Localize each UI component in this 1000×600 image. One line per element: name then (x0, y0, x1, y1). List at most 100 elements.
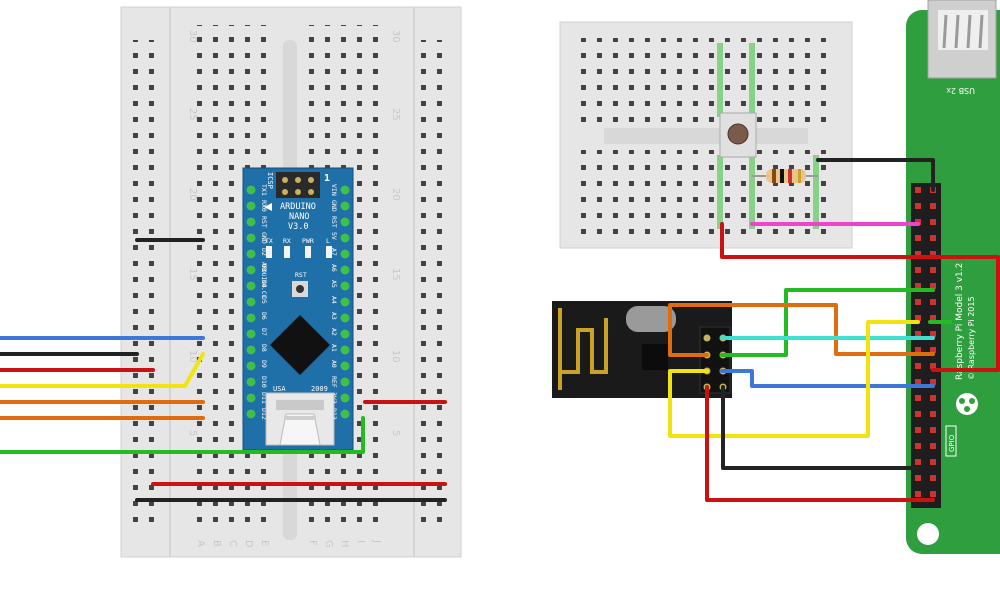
nrf-chip (642, 344, 668, 370)
gpio-pin (930, 363, 936, 369)
nano-pin-label-left: D12 (260, 408, 268, 420)
gpio-pin (930, 443, 936, 449)
gpio-pin (915, 267, 921, 273)
col-letter-d: D (243, 540, 254, 548)
nano-pin-label-right: A3 (330, 312, 338, 320)
nano-pin-label-right: A4 (330, 296, 338, 304)
icsp-header (276, 172, 320, 198)
row-number-10: 10 (187, 350, 198, 363)
nano-pin-left (246, 377, 256, 387)
gpio-pin (930, 203, 936, 209)
nano-pin-right (340, 393, 350, 403)
nano-pin-left (246, 233, 256, 243)
gpio-pin (915, 475, 921, 481)
nano-pin-right (340, 185, 350, 195)
nano-pin-label-left: D4 (260, 280, 268, 288)
wire-red-nrf (705, 385, 935, 502)
row-number-25-right: 25 (390, 108, 401, 121)
row-number-20: 20 (187, 188, 198, 201)
gpio-pin (930, 379, 936, 385)
gpio-pin (915, 491, 921, 497)
status-leds: TX RX PWR L (265, 237, 332, 258)
gpio-pin (915, 331, 921, 337)
gpio-pin (930, 315, 936, 321)
rpi-model-label: Raspberry Pi Model 3 v1.2 (955, 263, 965, 380)
gpio-label: GPIO (948, 434, 956, 452)
rpi-copyright: © Raspberry Pi 2015 (967, 296, 976, 380)
gpio-pin (915, 379, 921, 385)
nano-pin-label-left: D5 (260, 296, 268, 304)
nrf24l01-module (552, 301, 732, 398)
nano-pin-label-right: VIN (330, 184, 338, 196)
nano-pin-left (246, 345, 256, 355)
gpio-pin (915, 443, 921, 449)
led-label-pwr: PWR (302, 237, 314, 245)
nano-pin-left (246, 281, 256, 291)
col-letter-e: E (259, 540, 270, 546)
nano-pin-label-left: TX1 (260, 184, 268, 196)
wire-orange-nrf (668, 303, 935, 357)
arduino-website: ARDUINO.CC (260, 262, 267, 299)
mounting-hole (917, 523, 939, 545)
gpio-pin (915, 395, 921, 401)
power-rail-left (131, 40, 163, 530)
gpio-pin (915, 459, 921, 465)
gpio-pin (930, 491, 936, 497)
nano-pin-right (340, 265, 350, 275)
nano-pin-label-left: D3 (260, 264, 268, 272)
nano-pin-label-left: D11 (260, 392, 268, 404)
led-label-l: L (326, 237, 330, 245)
nano-pin-right (340, 313, 350, 323)
nano-pin-label-left: D6 (260, 312, 268, 320)
led-label-rx: RX (283, 237, 291, 245)
nano-pin-label-left: RX0 (260, 200, 268, 212)
resistor (752, 169, 818, 183)
nano-pin-label-left: D9 (260, 360, 268, 368)
gpio-pin (930, 475, 936, 481)
nano-pin-right (340, 329, 350, 339)
gpio-pin (930, 251, 936, 257)
nano-pin-label-right: 5V (330, 232, 338, 240)
arduino-nano: ICSP 1 TX1RX0RSTGNDD2D3D4D5D6D7D8D9D10D1… (242, 167, 354, 451)
col-letter-g: G (323, 540, 334, 548)
nano-pin-right (340, 409, 350, 419)
gpio-pin (915, 187, 921, 193)
gpio-pin (915, 251, 921, 257)
gpio-pin (930, 235, 936, 241)
led-tx (266, 246, 272, 258)
push-button[interactable] (719, 112, 757, 158)
raspberry-pi: USB 2x Raspberry Pi Model 3 v1.2 © Raspb… (906, 0, 1000, 554)
gpio-pin (930, 267, 936, 273)
nano-pin-left (246, 409, 256, 419)
nano-pin-label-right: REF (330, 376, 338, 388)
col-letter-h: H (339, 540, 350, 548)
row-number-15: 15 (187, 268, 198, 281)
row-number-5: 5 (187, 430, 198, 436)
gpio-pin (915, 347, 921, 353)
col-letter-j: J (371, 539, 382, 543)
nano-pin-label-right: A6 (330, 264, 338, 272)
gpio-pin (915, 235, 921, 241)
atmega-chip (270, 315, 330, 375)
row-number-10-right: 10 (390, 350, 401, 363)
nano-pin-label-right: A5 (330, 280, 338, 288)
rst-label: RST (295, 271, 307, 279)
col-letter-c: C (227, 540, 238, 547)
reset-button[interactable] (292, 281, 308, 297)
nano-pin-right (340, 345, 350, 355)
gpio-pin (930, 395, 936, 401)
col-letter-f: F (307, 540, 318, 546)
active-column-holes (717, 43, 819, 229)
wire-green-left (0, 416, 365, 454)
col-letter-a: A (195, 540, 206, 547)
column-letters: A B C D E F G H I J (195, 539, 382, 548)
nano-pin-label-right: GND (330, 200, 338, 212)
nano-pin-right (340, 281, 350, 291)
usb-port (927, 0, 997, 79)
gpio-pin (930, 219, 936, 225)
nano-pin-label-left: D7 (260, 328, 268, 336)
arduino-title: ARDUINO (280, 202, 316, 212)
nano-pin-left (246, 297, 256, 307)
